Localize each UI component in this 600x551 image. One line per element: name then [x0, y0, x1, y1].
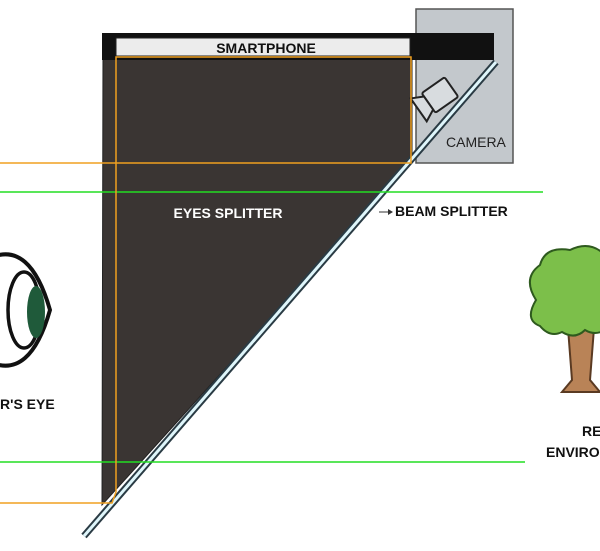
eye-icon — [0, 252, 53, 368]
beam-splitter-glass — [81, 59, 499, 539]
beam-splitter-label: BEAM SPLITTER — [395, 203, 508, 219]
eyes-splitter-prism — [101, 49, 413, 507]
real-environment-label-1: RE — [582, 423, 600, 439]
users-eye-label: R'S EYE — [0, 396, 55, 412]
tree-icon — [529, 245, 600, 393]
camera-label: CAMERA — [446, 134, 507, 150]
smartphone-label: SMARTPHONE — [216, 40, 316, 56]
orange-ray-path — [0, 56, 412, 504]
smartphone-screen — [115, 37, 411, 57]
real-environment-label-2: ENVIRO — [546, 444, 600, 460]
eyes-splitter-label: EYES SPLITTER — [174, 205, 283, 221]
beam-splitter-pointer — [379, 209, 393, 215]
video-camera-icon — [408, 76, 459, 124]
